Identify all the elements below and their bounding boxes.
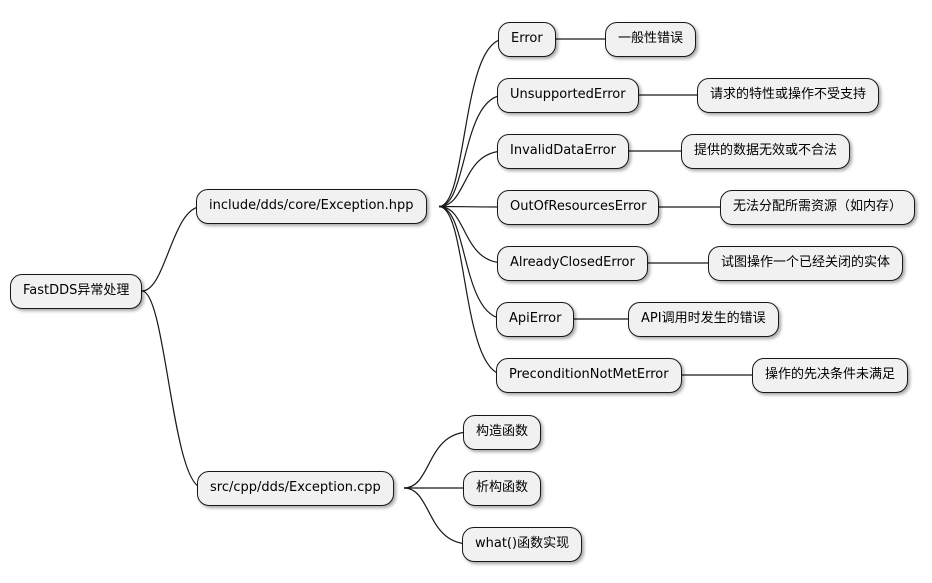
node-out-of-resources-error: OutOfResourcesError [497,189,660,225]
node-api-error: ApiError [496,301,575,337]
node-unsupported-error-desc: 请求的特性或操作不受支持 [697,77,880,113]
node-out-of-resources-error-desc: 无法分配所需资源（如内存） [720,189,916,225]
node-root: FastDDS异常处理 [10,273,143,309]
node-precondition-not-met-error: PreconditionNotMetError [496,357,682,393]
connector [438,205,506,320]
node-what-impl: what()函数实现 [462,526,583,562]
connector-root-cpp [141,290,204,489]
connector [438,205,506,208]
node-already-closed-error-desc: 试图操作一个已经关闭的实体 [708,245,904,281]
connector [438,94,506,208]
connector [438,205,506,376]
node-already-closed-error: AlreadyClosedError [497,245,648,281]
connector [403,487,471,545]
node-invalid-data-error-desc: 提供的数据无效或不合法 [681,133,851,169]
connector [438,150,506,208]
connector [438,38,506,208]
connector [403,431,471,489]
node-error: Error [498,21,556,57]
node-unsupported-error: UnsupportedError [497,77,639,113]
connector-root-hpp [141,205,203,292]
node-precondition-not-met-error-desc: 操作的先决条件未满足 [752,357,909,393]
node-invalid-data-error: InvalidDataError [497,133,629,169]
node-error-desc: 一般性错误 [605,21,697,57]
connector [438,205,506,264]
node-branch-exception-cpp: src/cpp/dds/Exception.cpp [197,470,394,506]
node-branch-exception-hpp: include/dds/core/Exception.hpp [196,189,427,224]
node-destructor: 析构函数 [463,470,542,506]
node-api-error-desc: API调用时发生的错误 [628,301,779,337]
node-constructor: 构造函数 [463,414,542,450]
